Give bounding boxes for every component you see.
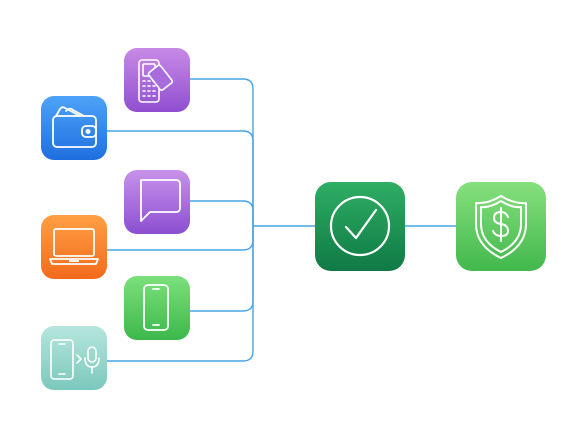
checkmark-icon	[329, 195, 391, 257]
node-pos-terminal	[124, 48, 190, 112]
node-message	[124, 170, 190, 234]
node-verify	[315, 182, 405, 271]
connector-pos	[189, 78, 254, 226]
laptop-icon	[49, 228, 99, 265]
connector-voice	[107, 226, 254, 362]
smartphone-icon	[143, 284, 169, 331]
connector-lines	[107, 78, 456, 362]
node-laptop	[41, 215, 107, 279]
connector-phone	[189, 226, 254, 312]
node-phone-voice	[41, 326, 107, 390]
node-secure-payment	[456, 182, 546, 271]
node-wallet	[41, 96, 107, 160]
phone-voice-icon	[50, 339, 100, 380]
node-smartphone	[124, 276, 190, 340]
shield-dollar-icon	[475, 195, 527, 259]
connector-wallet	[107, 130, 254, 226]
wallet-icon	[52, 106, 97, 148]
connector-message	[189, 200, 254, 226]
message-icon	[140, 179, 181, 222]
pos-terminal-icon	[138, 59, 174, 103]
